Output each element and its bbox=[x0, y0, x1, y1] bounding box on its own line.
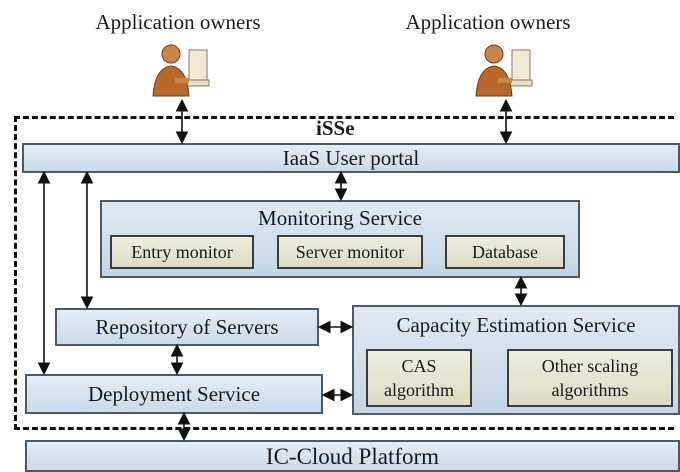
cas-algorithm-label: CAS algorithm bbox=[384, 356, 454, 400]
other-scaling-algorithms-label: Other scaling algorithms bbox=[541, 356, 639, 400]
server-monitor: Server monitor bbox=[277, 235, 423, 269]
owner-label-right: Application owners bbox=[405, 10, 571, 34]
user-icon bbox=[152, 44, 210, 97]
isse-boundary bbox=[14, 116, 674, 430]
other-scaling-algorithms: Other scaling algorithms bbox=[507, 349, 673, 407]
entry-monitor: Entry monitor bbox=[110, 235, 254, 269]
capacity-estimation-title: Capacity Estimation Service bbox=[396, 313, 636, 337]
owner-label-left: Application owners bbox=[95, 10, 261, 34]
database: Database bbox=[445, 235, 565, 269]
system-name: iSSe bbox=[316, 116, 355, 140]
deployment-service: Deployment Service bbox=[25, 374, 323, 414]
repository-of-servers: Repository of Servers bbox=[55, 308, 319, 346]
iaas-user-portal: IaaS User portal bbox=[22, 143, 680, 173]
cas-algorithm: CAS algorithm bbox=[366, 349, 472, 407]
monitoring-service-title: Monitoring Service bbox=[258, 206, 422, 230]
user-icon bbox=[475, 44, 533, 97]
